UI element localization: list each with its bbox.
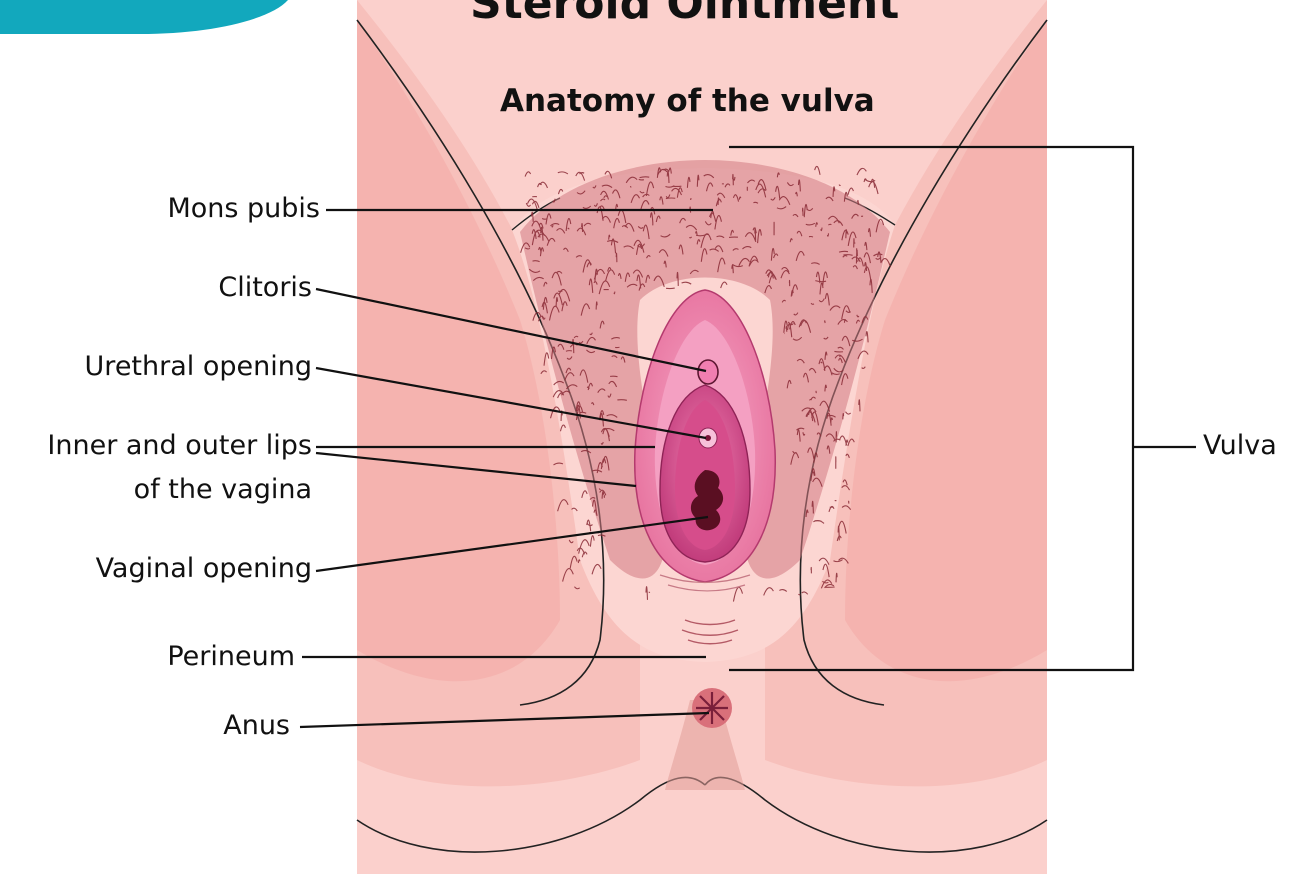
- label-vaginal-opening: Vaginal opening: [96, 555, 312, 582]
- label-lips-line2: of the vagina: [134, 476, 312, 503]
- diagram-subtitle: Anatomy of the vulva: [500, 86, 875, 117]
- label-clitoris: Clitoris: [218, 274, 312, 301]
- label-anus: Anus: [223, 712, 290, 739]
- clitoris-shape: [698, 360, 718, 384]
- label-mons-pubis: Mons pubis: [167, 195, 320, 222]
- label-urethral-opening: Urethral opening: [85, 353, 312, 380]
- label-vulva: Vulva: [1203, 432, 1277, 459]
- corner-badge: [0, 0, 288, 34]
- page-title: Steroid Ointment: [470, 0, 899, 26]
- label-perineum: Perineum: [167, 643, 295, 670]
- anus-shape: [692, 688, 732, 728]
- label-lips-line1: Inner and outer lips: [47, 432, 312, 459]
